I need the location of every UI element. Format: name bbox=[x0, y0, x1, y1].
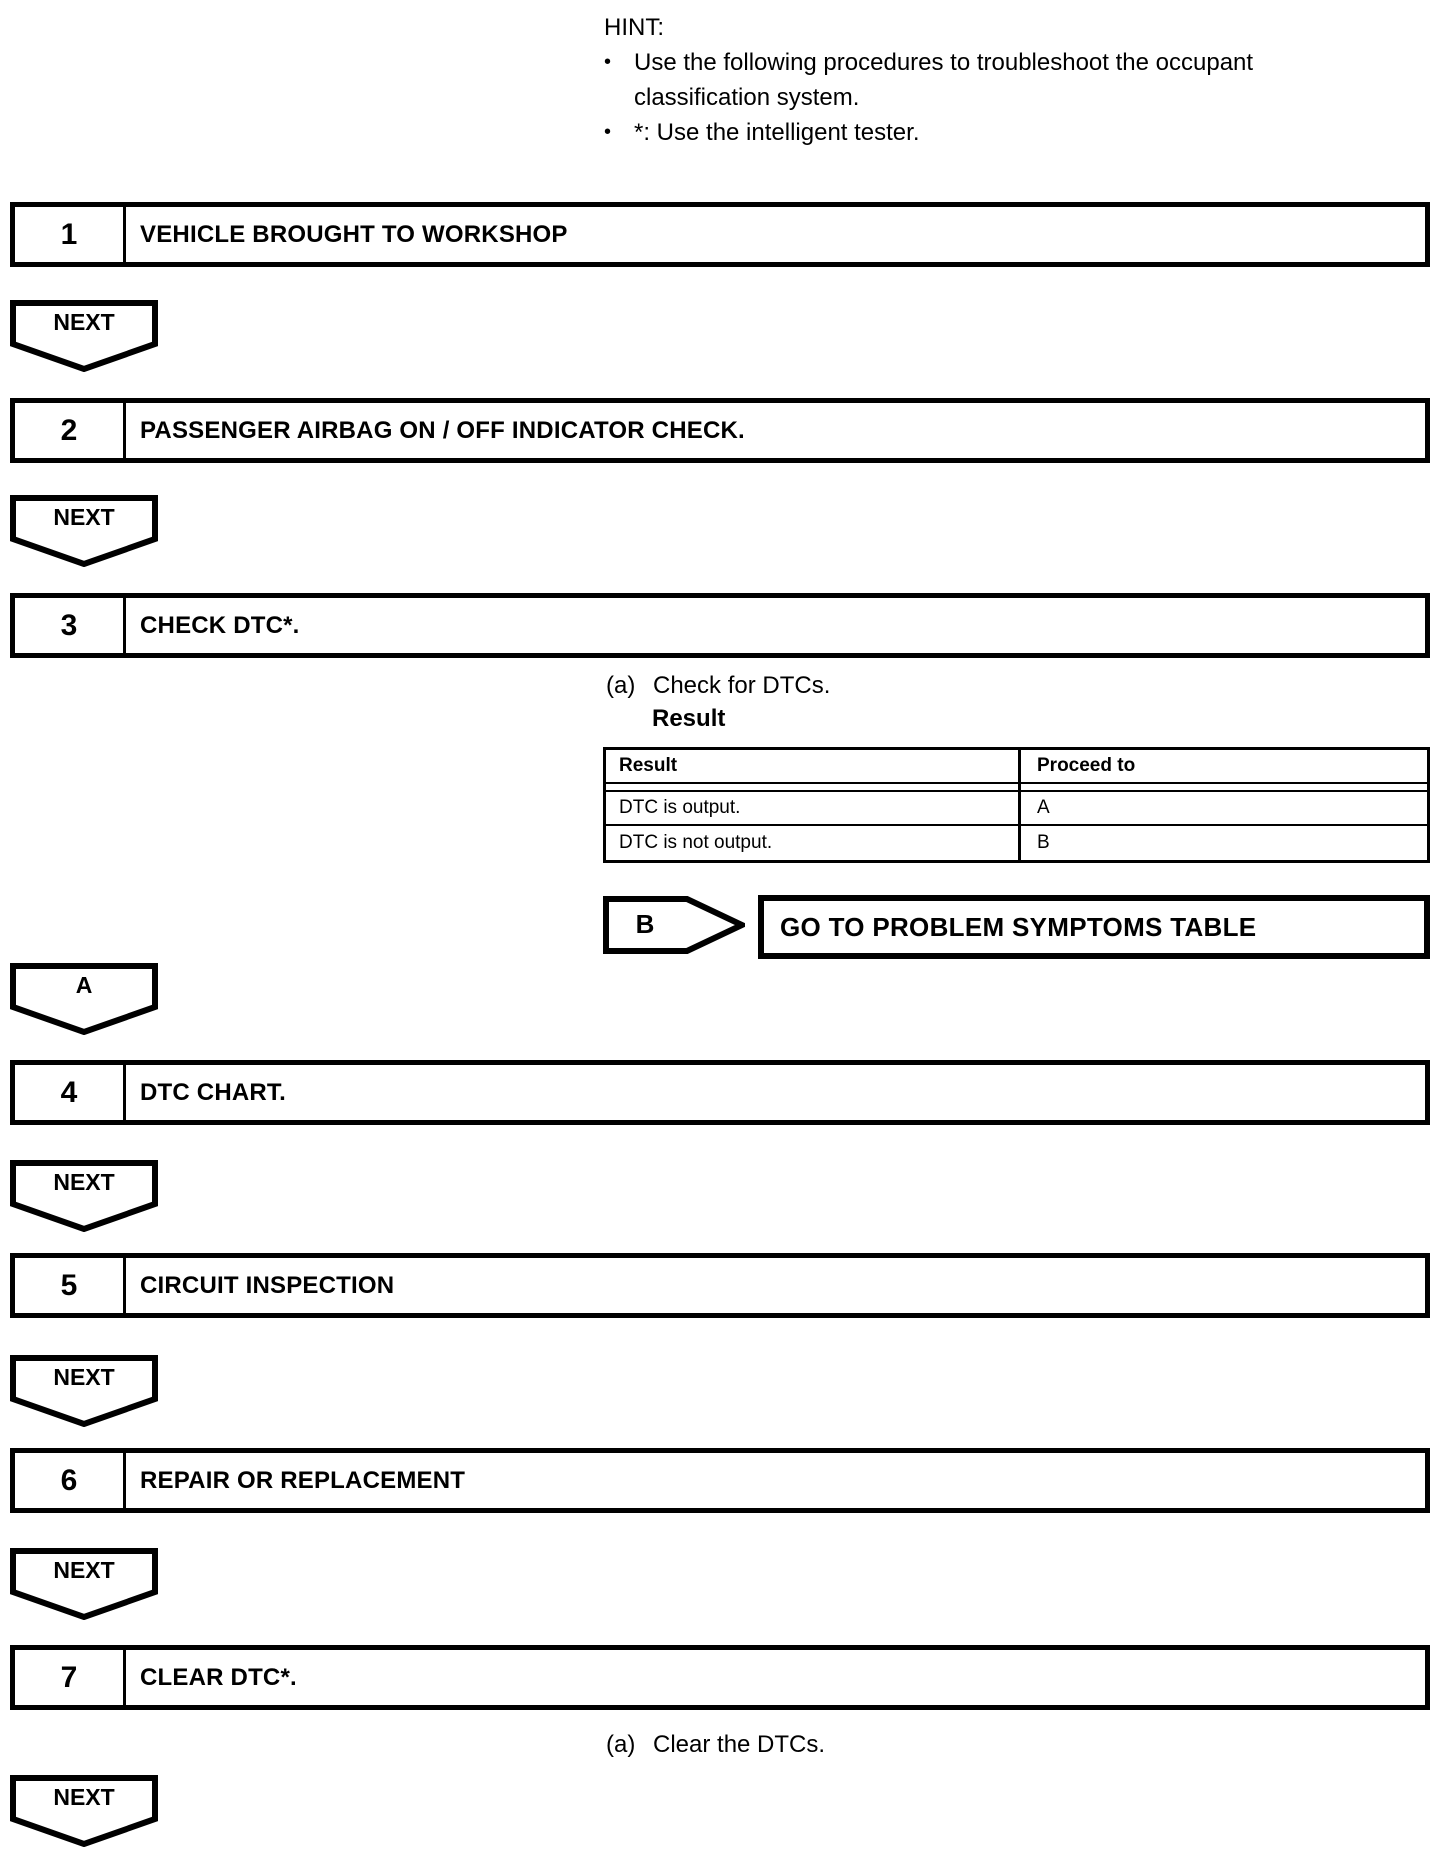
substep-text: Check for DTCs. bbox=[653, 672, 831, 699]
hint-section: HINT: • Use the following procedures to … bbox=[604, 10, 1324, 150]
step-title: REPAIR OR REPLACEMENT bbox=[140, 1466, 466, 1494]
step-number: 7 bbox=[15, 1650, 126, 1705]
step-number: 4 bbox=[15, 1065, 126, 1120]
pentagon-arrow-icon bbox=[10, 963, 158, 1035]
table-header-double-rule bbox=[606, 784, 1427, 792]
table-header-proceed-to: Proceed to bbox=[1037, 755, 1136, 776]
step-number: 1 bbox=[15, 207, 126, 262]
step-box-3: 3 CHECK DTC*. bbox=[10, 593, 1430, 658]
step-title: CLEAR DTC*. bbox=[140, 1663, 297, 1691]
pentagon-arrow-icon bbox=[10, 1548, 158, 1620]
hint-bullet-1: • Use the following procedures to troubl… bbox=[604, 45, 1324, 80]
result-table: Result Proceed to DTC is output. A DTC i… bbox=[603, 747, 1430, 863]
next-arrow: NEXT bbox=[10, 1775, 158, 1847]
hint-label: HINT: bbox=[604, 14, 664, 41]
step-box-5: 5 CIRCUIT INSPECTION bbox=[10, 1253, 1430, 1318]
table-cell-proceed-to: B bbox=[1037, 832, 1050, 853]
step-box-7: 7 CLEAR DTC*. bbox=[10, 1645, 1430, 1710]
step-number: 3 bbox=[15, 598, 126, 653]
hint-bullet-2-text: *: Use the intelligent tester. bbox=[634, 119, 920, 146]
step-box-6: 6 REPAIR OR REPLACEMENT bbox=[10, 1448, 1430, 1513]
hint-bullet-1-text: Use the following procedures to troubles… bbox=[634, 49, 1254, 76]
substep-clear-dtcs: (a) Clear the DTCs. bbox=[606, 1731, 825, 1759]
goto-label: GO TO PROBLEM SYMPTOMS TABLE bbox=[780, 911, 1257, 942]
step-title: CHECK DTC*. bbox=[140, 611, 300, 639]
substep-text: Clear the DTCs. bbox=[653, 1731, 826, 1758]
next-arrow: NEXT bbox=[10, 1548, 158, 1620]
step-number: 6 bbox=[15, 1453, 126, 1508]
step-title: DTC CHART. bbox=[140, 1078, 286, 1106]
result-heading: Result bbox=[652, 705, 726, 732]
bullet-spacer bbox=[604, 80, 634, 115]
substep-check-dtcs: (a) Check for DTCs. bbox=[606, 672, 830, 700]
next-arrow-label: NEXT bbox=[53, 1169, 115, 1195]
next-arrow-label: NEXT bbox=[53, 1557, 115, 1583]
branch-b-arrow: B bbox=[603, 896, 745, 954]
right-arrow-icon bbox=[603, 896, 745, 954]
next-arrow-label: NEXT bbox=[53, 309, 115, 335]
step-title: PASSENGER AIRBAG ON / OFF INDICATOR CHEC… bbox=[140, 416, 745, 444]
pentagon-arrow-icon bbox=[10, 495, 158, 567]
goto-problem-symptoms-box: GO TO PROBLEM SYMPTOMS TABLE bbox=[758, 895, 1430, 959]
next-arrow: NEXT bbox=[10, 1160, 158, 1232]
step-box-1: 1 VEHICLE BROUGHT TO WORKSHOP bbox=[10, 202, 1430, 267]
pentagon-arrow-icon bbox=[10, 300, 158, 372]
branch-a-label: A bbox=[75, 972, 93, 998]
step-title: CIRCUIT INSPECTION bbox=[140, 1271, 395, 1299]
step-number: 2 bbox=[15, 403, 126, 458]
table-header-result: Result bbox=[619, 755, 678, 776]
table-cell-proceed-to: A bbox=[1037, 797, 1050, 818]
pentagon-arrow-icon bbox=[10, 1160, 158, 1232]
branch-b-label: B bbox=[635, 909, 655, 939]
branch-a-arrow: A bbox=[10, 963, 158, 1035]
next-arrow-label: NEXT bbox=[53, 1784, 115, 1810]
next-arrow: NEXT bbox=[10, 300, 158, 372]
step-box-4: 4 DTC CHART. bbox=[10, 1060, 1430, 1125]
pentagon-arrow-icon bbox=[10, 1355, 158, 1427]
step-box-2: 2 PASSENGER AIRBAG ON / OFF INDICATOR CH… bbox=[10, 398, 1430, 463]
step-title: VEHICLE BROUGHT TO WORKSHOP bbox=[140, 220, 568, 248]
table-row: DTC is not output. B bbox=[606, 826, 1427, 860]
substep-label: (a) bbox=[606, 1731, 636, 1758]
hint-bullet-2: • *: Use the intelligent tester. bbox=[604, 115, 1324, 150]
next-arrow: NEXT bbox=[10, 495, 158, 567]
hint-bullet-1-continuation: classification system. bbox=[604, 80, 1324, 115]
table-row: DTC is output. A bbox=[606, 792, 1427, 826]
table-header-row: Result Proceed to bbox=[606, 750, 1427, 784]
next-arrow-label: NEXT bbox=[53, 504, 115, 530]
hint-bullet-1-text-line2: classification system. bbox=[634, 84, 860, 111]
next-arrow: NEXT bbox=[10, 1355, 158, 1427]
step-number: 5 bbox=[15, 1258, 126, 1313]
bullet-icon: • bbox=[604, 121, 612, 143]
table-cell-result: DTC is not output. bbox=[619, 832, 773, 853]
bullet-icon: • bbox=[604, 51, 612, 73]
table-cell-result: DTC is output. bbox=[619, 797, 741, 818]
pentagon-arrow-icon bbox=[10, 1775, 158, 1847]
substep-label: (a) bbox=[606, 672, 636, 699]
table-column-divider bbox=[1018, 750, 1021, 860]
next-arrow-label: NEXT bbox=[53, 1364, 115, 1390]
